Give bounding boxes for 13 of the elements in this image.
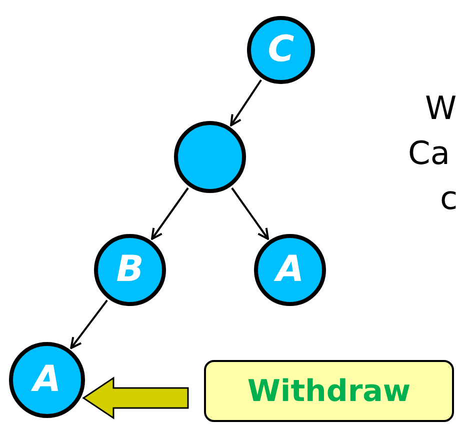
arrow: [231, 187, 270, 240]
action-box: [204, 360, 454, 422]
arrow: [150, 187, 189, 240]
node-letter: A: [33, 362, 61, 398]
node-letter: B: [116, 252, 144, 288]
arrow: [70, 300, 108, 350]
node-letter: C: [268, 32, 294, 68]
node-letter: A: [276, 252, 304, 288]
arrow: [230, 79, 262, 126]
action-label: Withdraw: [247, 374, 411, 408]
cut-off-text: W: [425, 92, 456, 124]
cut-off-text: Ca: [408, 137, 450, 169]
cut-off-text: c: [440, 182, 456, 214]
